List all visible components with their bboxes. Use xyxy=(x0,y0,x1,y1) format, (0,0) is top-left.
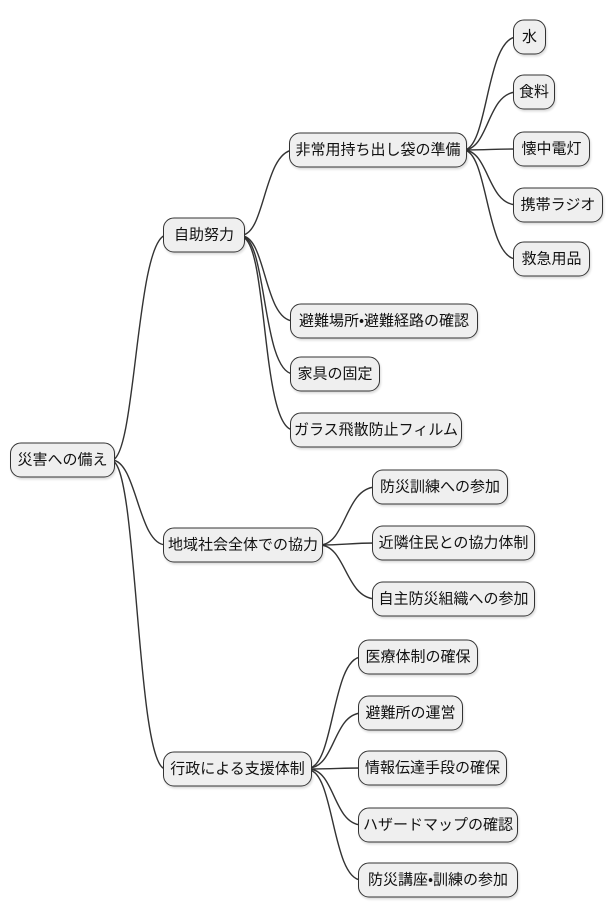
edge-government-to-medical xyxy=(308,656,362,769)
edge-kit-to-food xyxy=(463,91,517,151)
edge-self-help-to-emergency-kit xyxy=(241,149,294,236)
node-neighbor-cooperation-system: 近隣住民との協力体制 xyxy=(372,525,535,561)
node-glass-shatter-prevention-film: ガラス飛散防止フィルム xyxy=(290,412,462,448)
edge-root-to-community xyxy=(111,459,167,546)
node-food: 食料 xyxy=(513,74,555,110)
node-disaster-drill-participation: 防災訓練への参加 xyxy=(372,469,508,505)
node-disaster-course-training-participation: 防災講座・訓練の参加 xyxy=(358,862,518,898)
edge-government-to-course xyxy=(308,769,362,881)
node-hazard-map-check: ハザードマップの確認 xyxy=(358,807,518,843)
node-government-support-system: 行政による支援体制 xyxy=(163,751,312,787)
edge-self-help-to-evacuation-check xyxy=(241,235,294,322)
edge-root-to-self-help xyxy=(111,234,167,461)
node-community-wide-cooperation: 地域社会全体での協力 xyxy=(163,527,323,563)
node-voluntary-disaster-org-participation: 自主防災組織への参加 xyxy=(372,581,535,617)
node-emergency-kit-preparation: 非常用持ち出し袋の準備 xyxy=(289,132,467,168)
edge-community-to-voluntary-org xyxy=(319,544,376,600)
node-first-aid-supplies: 救急用品 xyxy=(513,241,590,277)
edge-root-to-government xyxy=(111,460,167,770)
edge-kit-to-radio xyxy=(463,149,517,206)
node-medical-system-assurance: 医療体制の確保 xyxy=(358,639,478,675)
node-communication-means-assurance: 情報伝達手段の確保 xyxy=(358,750,507,786)
node-water: 水 xyxy=(513,19,546,55)
edge-kit-to-water xyxy=(463,36,517,151)
node-self-help-effort: 自助努力 xyxy=(163,217,245,253)
edge-government-to-shelter xyxy=(308,712,362,769)
edge-government-to-hazard-map xyxy=(308,768,362,826)
node-furniture-anchoring: 家具の固定 xyxy=(290,356,380,392)
node-disaster-preparedness: 災害への備え xyxy=(10,442,115,478)
edge-kit-to-first-aid xyxy=(463,149,517,260)
edge-kit-to-flashlight xyxy=(463,148,517,151)
edge-self-help-to-glass-film xyxy=(241,236,294,431)
node-shelter-management: 避難所の運営 xyxy=(358,695,463,731)
edge-community-to-neighbors xyxy=(319,542,376,546)
node-portable-radio: 携帯ラジオ xyxy=(513,187,603,223)
edge-self-help-to-furniture xyxy=(241,235,294,375)
edge-government-to-communication xyxy=(308,767,362,770)
node-flashlight: 懐中電灯 xyxy=(513,131,590,167)
edge-community-to-drill xyxy=(319,486,376,546)
node-evacuation-site-route-check: 避難場所・避難経路の確認 xyxy=(290,303,478,339)
